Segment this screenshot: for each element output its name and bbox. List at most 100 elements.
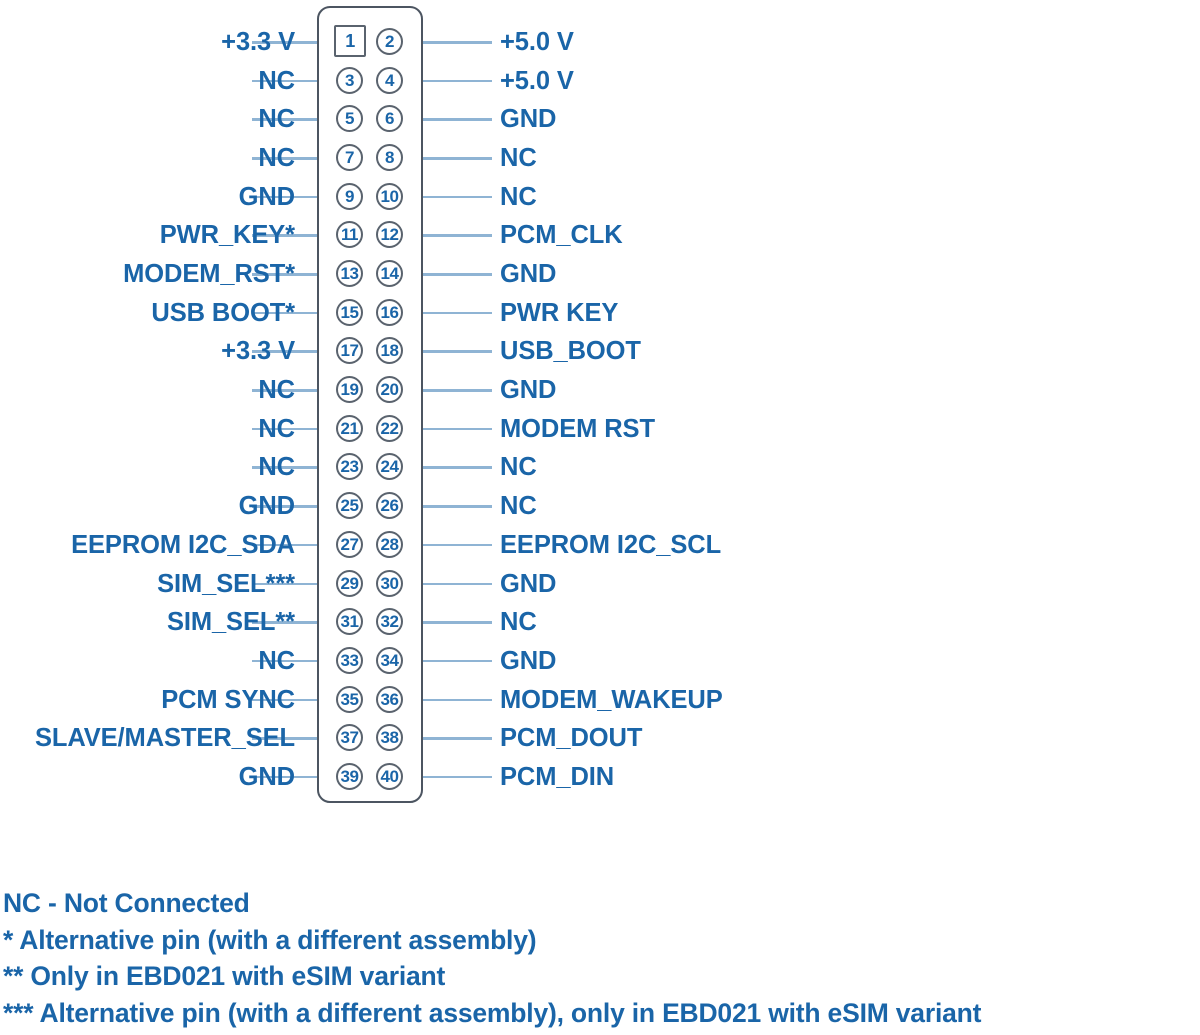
- legend-line: * Alternative pin (with a different asse…: [3, 924, 537, 955]
- pin-label-left: SLAVE/MASTER_SEL: [34, 724, 295, 753]
- leader-line-left: [252, 79, 322, 83]
- pin-label-left: GND: [238, 762, 295, 791]
- leader-line-right: [418, 350, 492, 353]
- pin-marker-odd: 13: [336, 260, 363, 288]
- pin-marker-even: 38: [376, 724, 403, 752]
- pin-label-right: MODEM_WAKEUP: [500, 685, 723, 714]
- pin-marker-even: 34: [376, 646, 403, 674]
- pin-label-right: NC: [500, 608, 537, 637]
- pin-marker-even: 4: [376, 66, 403, 94]
- leader-line-left: [252, 775, 322, 779]
- pin-label-right: NC: [500, 182, 537, 211]
- pin-label-right: GND: [500, 376, 557, 405]
- pin-marker-odd: 27: [336, 530, 363, 558]
- pin-marker-even: 16: [376, 298, 403, 326]
- leader-line-left: [252, 621, 322, 624]
- leader-line-right: [418, 427, 492, 431]
- leader-line-right: [418, 505, 492, 508]
- pin-label-right: +5.0 V: [500, 66, 574, 95]
- pin-marker-even: 10: [376, 182, 403, 210]
- leader-line-right: [418, 737, 492, 740]
- leader-line-right: [418, 118, 492, 121]
- pin-marker-1-square: 1: [334, 25, 366, 57]
- pin-marker-odd: 7: [336, 144, 363, 172]
- leader-line-right: [418, 543, 492, 547]
- pin-marker-even: 32: [376, 608, 403, 636]
- pin-label-right: EEPROM I2C_SCL: [500, 530, 722, 559]
- pin-label-right: GND: [500, 260, 557, 289]
- pin-label-left: NC: [258, 376, 295, 405]
- pin-marker-odd: 19: [336, 376, 363, 404]
- pin-label-left: NC: [258, 144, 295, 173]
- pin-marker-odd: 29: [336, 569, 363, 597]
- pin-marker-even: 24: [376, 453, 403, 481]
- pin-label-right: GND: [500, 646, 557, 675]
- pin-marker-odd: 25: [336, 492, 363, 520]
- pin-label-left: +3.3 V: [221, 337, 295, 366]
- pin-label-left: GND: [238, 182, 295, 211]
- leader-line-left: [252, 505, 322, 508]
- leader-line-right: [418, 79, 492, 83]
- pin-label-left: SIM_SEL**: [166, 608, 295, 637]
- leader-line-left: [252, 118, 322, 121]
- legend-line: *** Alternative pin (with a different as…: [3, 997, 982, 1028]
- pin-label-left: NC: [258, 66, 295, 95]
- leader-line-right: [418, 659, 492, 663]
- leader-line-right: [418, 698, 492, 702]
- legend-line: NC - Not Connected: [3, 888, 250, 918]
- pin-label-right: GND: [500, 569, 557, 598]
- pin-label-left: PCM SYNC: [161, 685, 295, 714]
- pin-marker-odd: 9: [336, 182, 363, 210]
- pin-marker-even: 22: [376, 414, 403, 442]
- pin-marker-even: 8: [376, 144, 403, 172]
- leader-line-right: [418, 775, 492, 779]
- leader-line-right: [418, 234, 492, 237]
- pin-marker-odd: 23: [336, 453, 363, 481]
- leader-line-left: [252, 543, 322, 547]
- pin-label-right: USB_BOOT: [500, 337, 641, 366]
- pin-marker-even: 18: [376, 337, 403, 365]
- leader-line-left: [252, 698, 322, 702]
- pin-label-left: NC: [258, 414, 295, 443]
- leader-line-left: [252, 659, 322, 663]
- leader-line-right: [418, 582, 492, 586]
- pin-marker-odd: 15: [336, 298, 363, 326]
- pin-label-left: PWR_KEY*: [159, 221, 295, 250]
- leader-line-right: [418, 466, 492, 469]
- pin-marker-odd: 33: [336, 646, 363, 674]
- pin-marker-even: 28: [376, 530, 403, 558]
- leader-line-right: [418, 195, 492, 199]
- leader-line-right: [418, 273, 492, 276]
- pin-row: GND 9 10 NC: [0, 180, 1200, 214]
- leader-line-left: [252, 195, 322, 199]
- connector-body-outline: [317, 6, 423, 803]
- pin-label-right: +5.0 V: [500, 28, 574, 56]
- leader-line-left: [252, 273, 322, 276]
- pin-label-left: SIM_SEL***: [157, 569, 295, 598]
- leader-line-right: [418, 621, 492, 624]
- leader-line-left: [252, 389, 322, 392]
- pin-label-right: GND: [500, 105, 557, 134]
- pin-label-left: MODEM_RST*: [123, 260, 295, 289]
- leader-line-right: [418, 41, 492, 44]
- pin-marker-odd: 21: [336, 414, 363, 442]
- pin-marker-even: 14: [376, 260, 403, 288]
- leader-line-left: [252, 350, 322, 353]
- leader-line-left: [252, 41, 322, 44]
- pin-label-left: NC: [258, 646, 295, 675]
